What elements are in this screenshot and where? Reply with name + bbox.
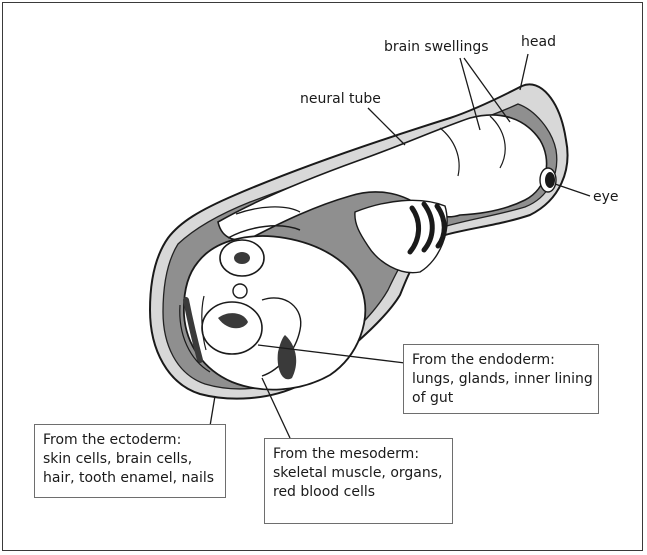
endoderm-title: From the endoderm: xyxy=(412,351,590,370)
mesoderm-line1: skeletal muscle, organs, xyxy=(273,464,444,483)
label-neural-tube: neural tube xyxy=(300,90,381,108)
ectoderm-line1: skin cells, brain cells, xyxy=(43,450,217,469)
label-eye: eye xyxy=(593,188,619,206)
mesoderm-line2: red blood cells xyxy=(273,483,444,502)
ectoderm-callout: From the ectoderm: skin cells, brain cel… xyxy=(34,424,226,498)
label-head: head xyxy=(521,33,556,51)
mesoderm-callout: From the mesoderm: skeletal muscle, orga… xyxy=(264,438,453,524)
endoderm-line1: lungs, glands, inner lining xyxy=(412,370,590,389)
ectoderm-title: From the ectoderm: xyxy=(43,431,217,450)
endoderm-callout: From the endoderm: lungs, glands, inner … xyxy=(403,344,599,414)
label-brain-swellings: brain swellings xyxy=(384,38,489,56)
endoderm-line2: of gut xyxy=(412,389,590,408)
mesoderm-title: From the mesoderm: xyxy=(273,445,444,464)
ectoderm-line2: hair, tooth enamel, nails xyxy=(43,469,217,488)
